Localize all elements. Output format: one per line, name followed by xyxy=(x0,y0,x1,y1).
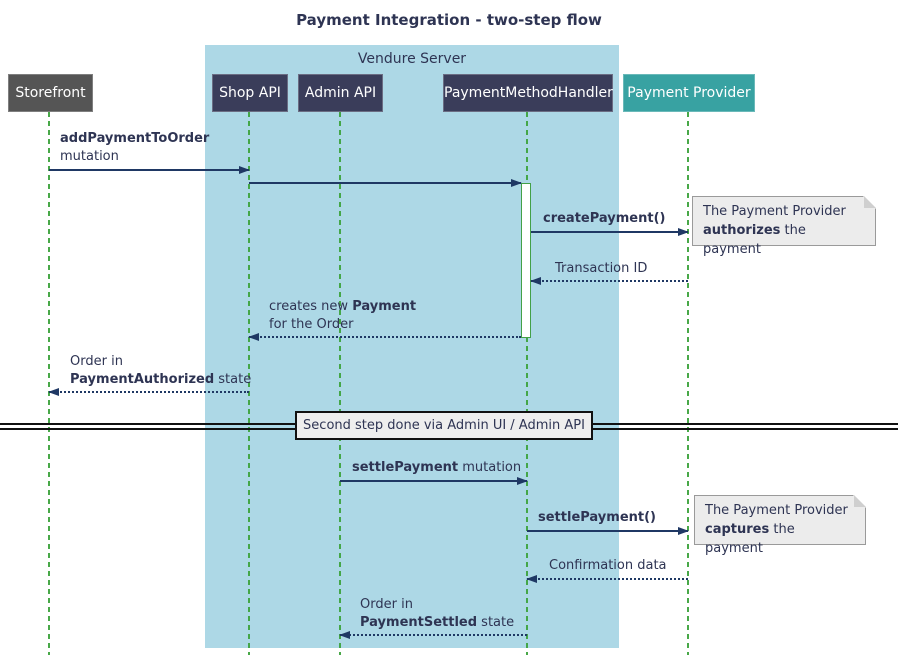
message-label-transaction-id: Transaction ID xyxy=(555,261,648,276)
message-arrow-settle-mutation xyxy=(340,477,528,485)
message-arrow-order-authorized xyxy=(48,388,249,396)
diagram-title: Payment Integration - two-step flow xyxy=(296,11,602,29)
arrowhead-right xyxy=(511,179,522,187)
arrowhead-right xyxy=(678,228,689,236)
message-label-creates-payment: creates new Payment for the Order xyxy=(269,299,417,332)
participant-payment-method-handler: PaymentMethodHandler xyxy=(443,74,613,112)
participant-admin-api: Admin API xyxy=(298,74,383,112)
arrowhead-left xyxy=(530,277,541,285)
lifeline-admin-api xyxy=(339,112,341,655)
arrowhead-right xyxy=(678,527,689,535)
note-fold-corner xyxy=(853,495,866,508)
message-label-order-authorized: Order in PaymentAuthorized state xyxy=(70,354,252,387)
message-label-order-settled: Order in PaymentSettled state xyxy=(360,597,515,630)
arrowhead-left xyxy=(48,388,59,396)
arrowhead-left xyxy=(339,631,350,639)
lifeline-storefront xyxy=(48,112,50,655)
message-arrow-confirmation xyxy=(526,575,688,583)
arrowhead-left xyxy=(248,333,259,341)
message-arrow-settle-call xyxy=(527,527,689,535)
message-label-settle-mutation: settlePayment mutation xyxy=(352,460,522,475)
arrowhead-right xyxy=(517,477,528,485)
divider-label-box: Second step done via Admin UI / Admin AP… xyxy=(295,411,593,440)
lifeline-payment-method-handler xyxy=(526,112,528,655)
lifeline-shop-api xyxy=(248,112,250,655)
message-arrow-transaction-id xyxy=(530,277,688,285)
activation-bar-payment-method-handler xyxy=(521,183,531,338)
vendure-server-frame xyxy=(205,45,619,648)
note-fold-corner xyxy=(863,196,876,209)
message-label-settle-call: settlePayment() xyxy=(538,510,656,525)
message-label-add-payment: addPaymentToOrder mutation xyxy=(60,131,210,164)
message-arrow-order-settled xyxy=(339,631,527,639)
arrowhead-left xyxy=(526,575,537,583)
arrowhead-right xyxy=(239,166,250,174)
participant-storefront: Storefront xyxy=(8,74,93,112)
lifeline-payment-provider xyxy=(687,112,689,655)
message-label-confirmation: Confirmation data xyxy=(549,558,667,573)
message-arrow-shop-to-handler xyxy=(249,179,522,187)
vendure-server-label: Vendure Server xyxy=(357,51,467,67)
message-label-create-payment: createPayment() xyxy=(543,211,666,226)
message-arrow-creates-payment xyxy=(248,333,521,341)
note-captures: The Payment Provider captures the paymen… xyxy=(694,495,866,556)
message-arrow-add-payment xyxy=(49,166,250,174)
message-arrow-create-payment xyxy=(531,228,689,236)
participant-payment-provider: Payment Provider xyxy=(623,74,755,112)
participant-shop-api: Shop API xyxy=(212,74,288,112)
note-authorizes: The Payment Provider authorizes the paym… xyxy=(692,196,876,257)
